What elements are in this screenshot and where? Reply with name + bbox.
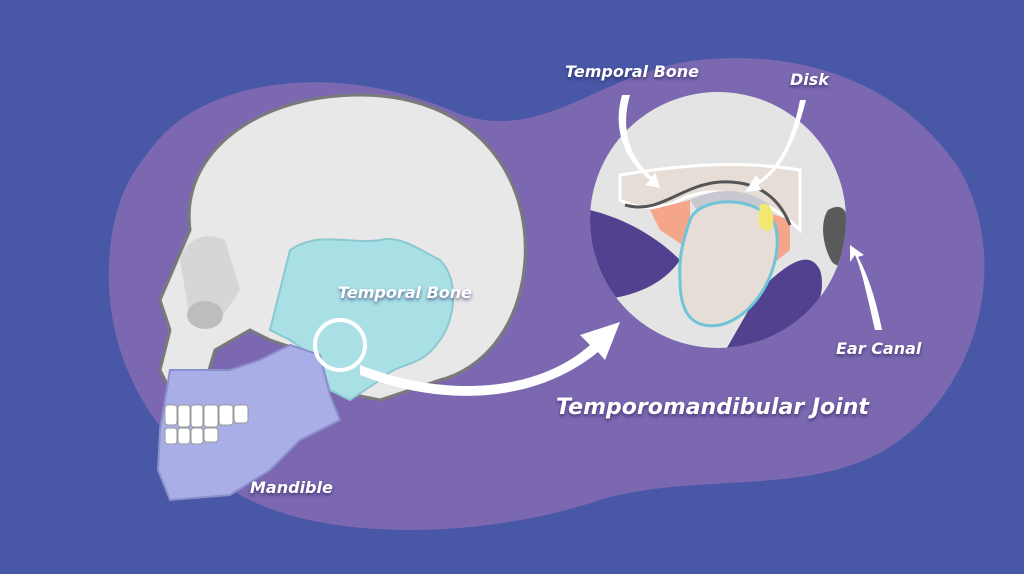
mandible-region (156, 343, 342, 502)
joint-detail-circle (590, 92, 882, 348)
ear-canal-label: Ear Canal (836, 339, 922, 358)
mandible-label: Mandible (250, 478, 333, 497)
disk-label: Disk (790, 70, 829, 89)
temporal-bone-region (268, 238, 455, 402)
joint-temporal-bone-label: Temporal Bone (565, 62, 699, 81)
diagram-title: Temporomandibular Joint (556, 395, 869, 420)
callout-arrow (360, 322, 620, 396)
skull-temporal-bone-label: Temporal Bone (338, 283, 472, 302)
joint-highlight-circle (313, 318, 367, 372)
skull (156, 93, 527, 502)
